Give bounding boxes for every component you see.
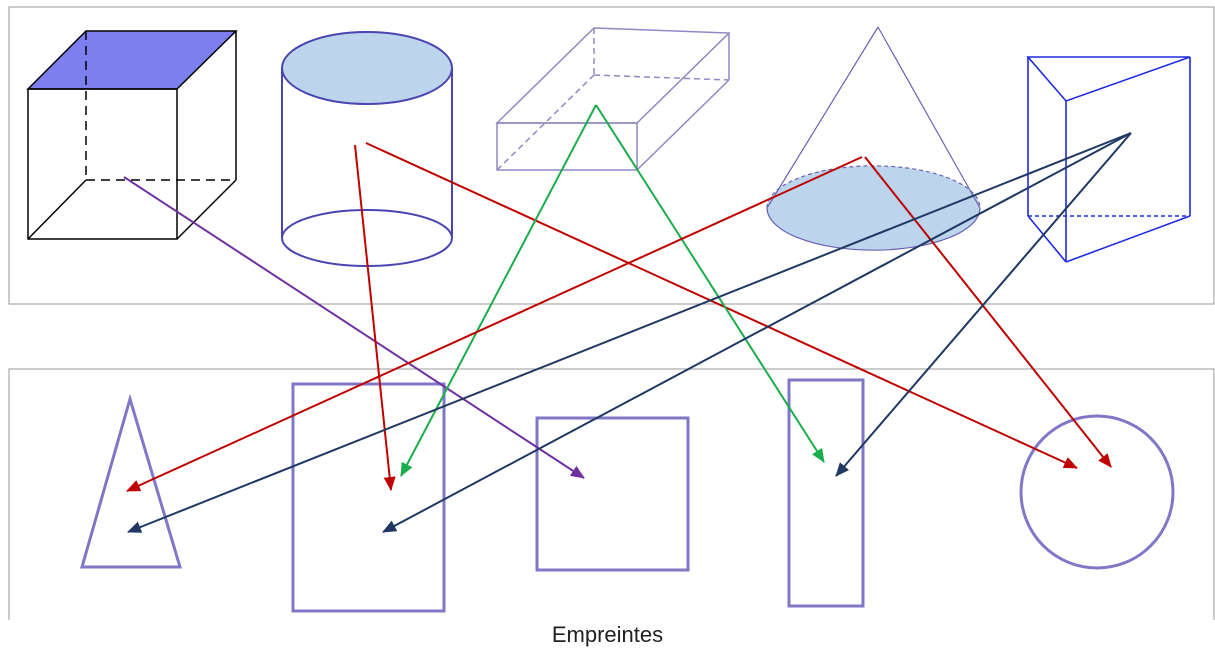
triangular-prism-icon xyxy=(1026,56,1191,263)
rectangular-prism-icon xyxy=(495,27,731,171)
circle-icon xyxy=(1019,414,1175,570)
arrow-prism-to-large-rectangle xyxy=(400,104,597,477)
arrow-cylinder-to-large-rectangle xyxy=(354,144,396,491)
cube-icon xyxy=(26,30,238,240)
square-icon xyxy=(535,416,690,572)
arrow-cube-to-square xyxy=(123,176,585,479)
arrow-cylinder-to-circle xyxy=(365,142,1078,469)
narrow-rectangle-icon xyxy=(787,378,865,608)
solids-panel xyxy=(8,6,1215,305)
arrow-triangular-prism-to-large-rectangle xyxy=(382,132,1132,533)
arrow-triangular-prism-to-narrow-rectangle xyxy=(835,132,1132,477)
cylinder-icon xyxy=(281,31,453,267)
diagram-caption: Empreintes xyxy=(551,622,664,647)
arrow-cone-to-triangle xyxy=(126,156,863,492)
triangle-icon xyxy=(80,393,183,569)
arrow-cone-to-circle xyxy=(864,156,1112,468)
arrow-triangular-prism-to-triangle xyxy=(127,132,1132,533)
footprints-panel xyxy=(8,368,1215,620)
arrows xyxy=(123,104,1132,533)
arrow-prism-to-narrow-rectangle xyxy=(595,104,825,463)
solids-footprints-diagram xyxy=(8,6,1215,620)
large-rectangle-icon xyxy=(291,382,446,613)
cone-icon xyxy=(766,26,981,251)
